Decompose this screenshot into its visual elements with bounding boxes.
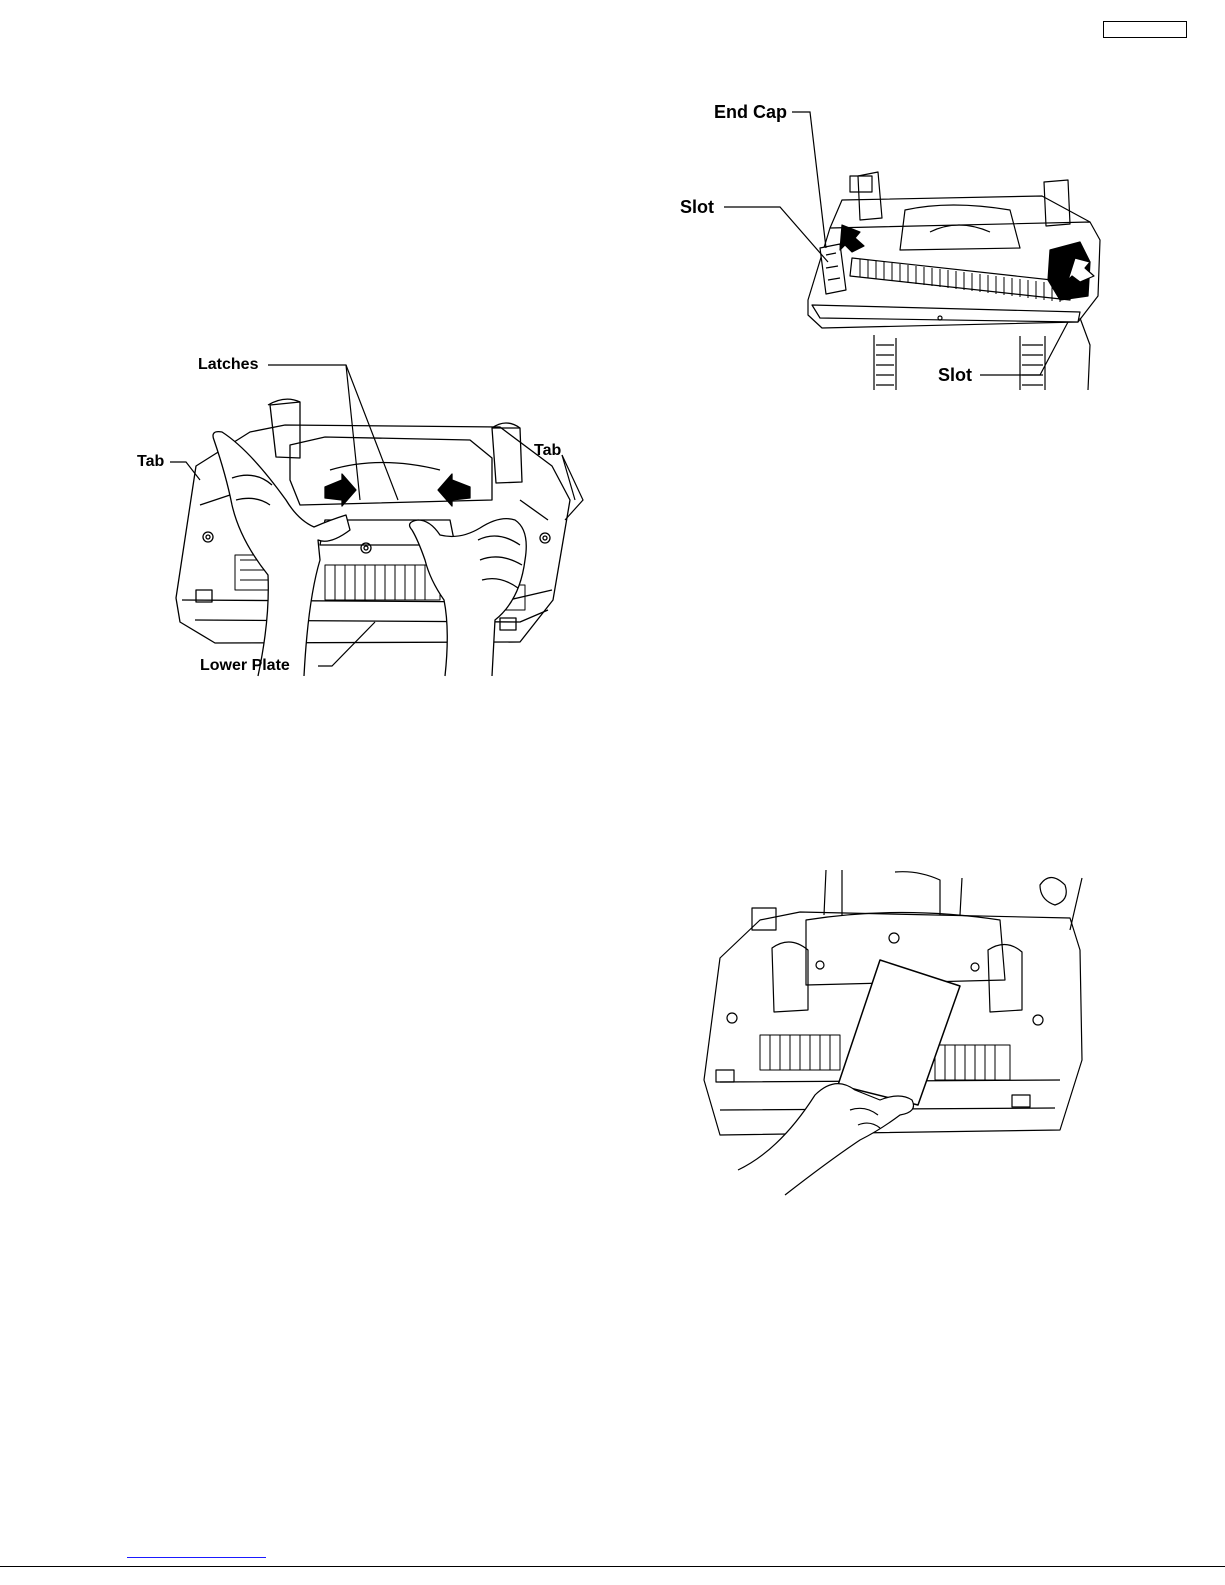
- footer-link-underline[interactable]: [127, 1557, 266, 1558]
- slot-top-label: Slot: [680, 197, 714, 217]
- fig1-vacuum-illustration: [176, 399, 570, 676]
- tab-left-label: Tab: [137, 453, 164, 471]
- lower-plate-label: Lower Plate: [200, 657, 290, 675]
- tab-right-label: Tab: [534, 442, 561, 460]
- latches-label: Latches: [198, 356, 258, 374]
- slot-bottom-label: Slot: [938, 365, 972, 385]
- end-cap-label: End Cap: [714, 102, 787, 122]
- fig2-brushroll-illustration: [808, 172, 1100, 390]
- fig2-leader-lines: [724, 112, 1068, 375]
- footer-rule: [0, 1566, 1225, 1567]
- fig3-card-illustration: [704, 870, 1082, 1195]
